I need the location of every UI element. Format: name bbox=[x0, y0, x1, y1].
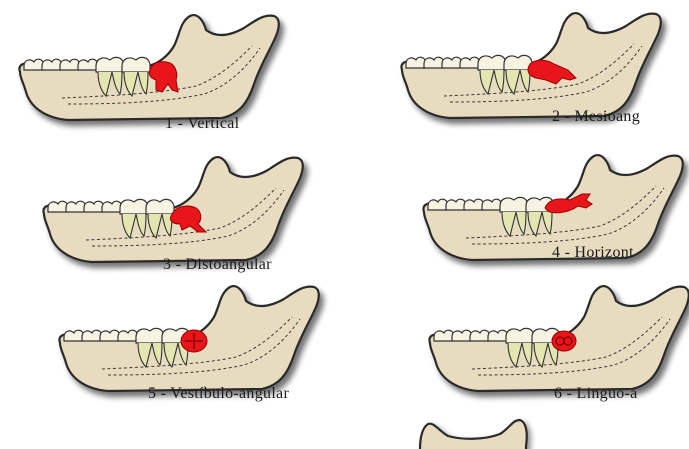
mandible-illustration-partial bbox=[408, 410, 548, 449]
caption-mesioangular: 2 - Mesioang bbox=[552, 108, 640, 126]
impacted-third-molar-linguo-angular bbox=[552, 331, 576, 351]
panel-vestibulo-angular: 5 - Vestíbulo-angular bbox=[40, 275, 370, 410]
panel-linguo-angular: 6 - Linguo-a bbox=[410, 275, 689, 410]
caption-horizontal: 4 - Horizont bbox=[552, 244, 634, 262]
panel-horizontal: 4 - Horizont bbox=[410, 140, 689, 280]
panel-vertical: 1 - Vertical bbox=[0, 0, 340, 145]
caption-vestibulo-angular: 5 - Vestíbulo-angular bbox=[148, 385, 289, 403]
caption-distoangular: 3 - Distoangular bbox=[163, 256, 272, 274]
impacted-third-molar-vestibulo-angular bbox=[181, 330, 207, 352]
panel-mesioangular: 2 - Mesioang bbox=[386, 0, 689, 145]
panel-distoangular: 3 - Distoangular bbox=[30, 140, 360, 280]
mandible-illustration-mesioangular bbox=[386, 0, 689, 145]
mandible-illustration-linguo-angular bbox=[410, 275, 689, 410]
panel-partial bbox=[408, 410, 548, 449]
caption-vertical: 1 - Vertical bbox=[165, 115, 239, 133]
caption-linguo-angular: 6 - Linguo-a bbox=[554, 385, 638, 403]
mandible-illustration-horizontal bbox=[410, 140, 689, 280]
